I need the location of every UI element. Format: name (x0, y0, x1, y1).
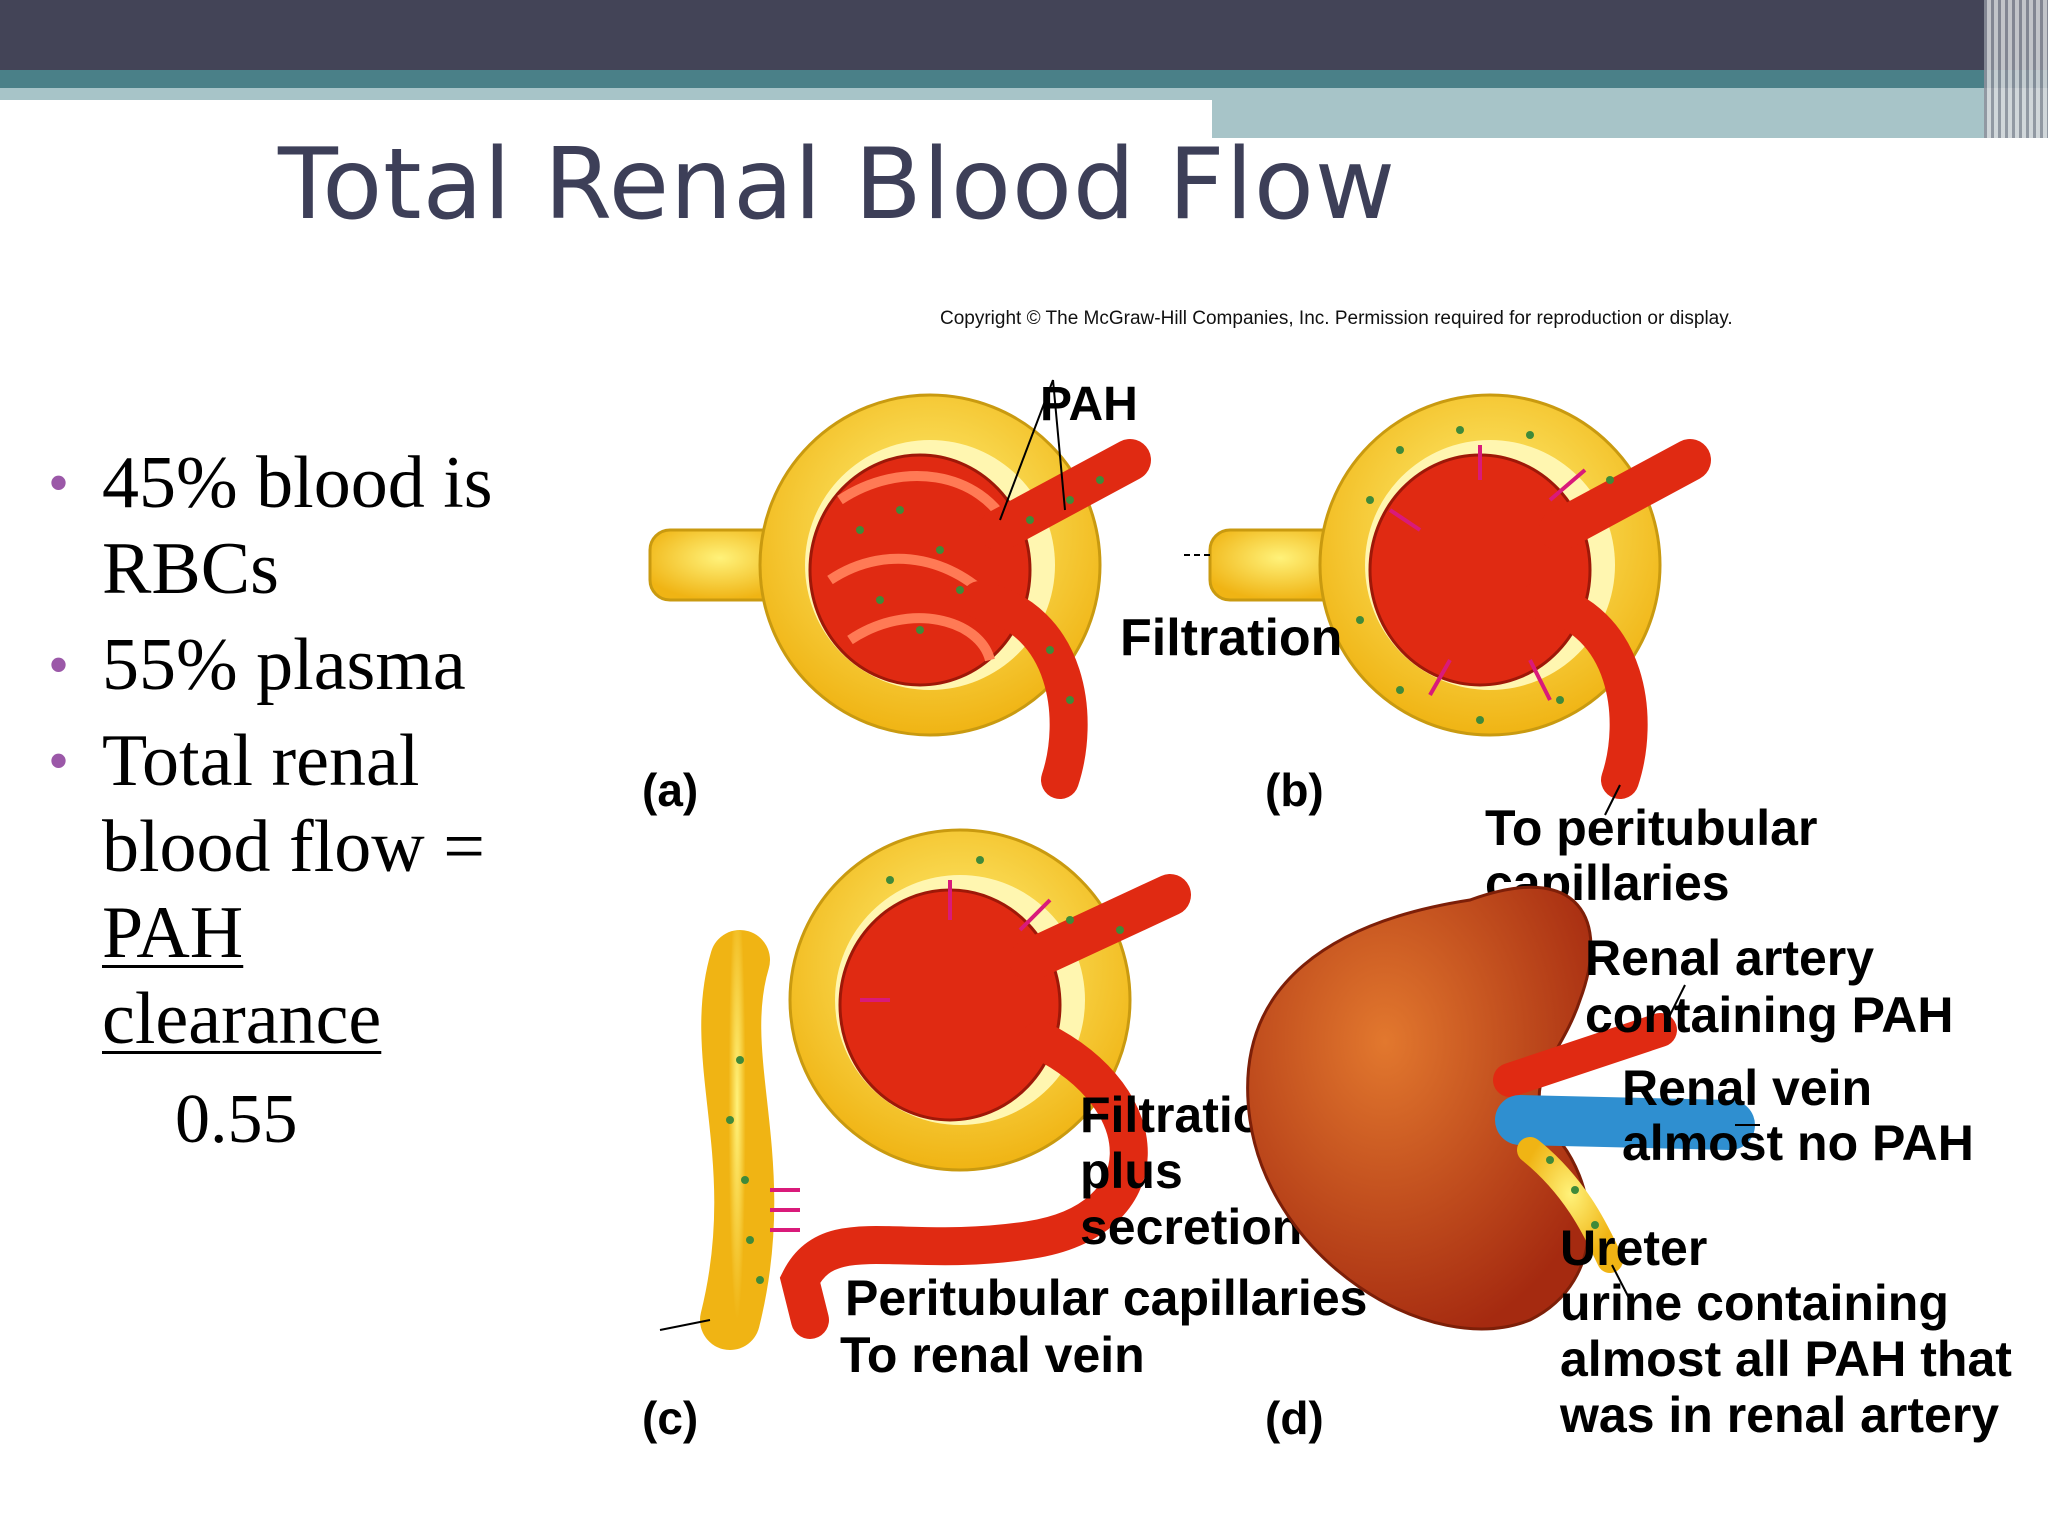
label-ureter-2: urine containing (1560, 1275, 1949, 1331)
ureter-pah-dots (1546, 1156, 1599, 1229)
label-panel-b: (b) (1265, 764, 1324, 816)
label-peritubular: Peritubular capillaries (845, 1270, 1367, 1326)
slide-title: Total Renal Blood Flow (278, 128, 1396, 242)
header-bar (0, 0, 2048, 70)
bullet-dot-icon: • (48, 632, 70, 698)
bullet-dot-icon: • (48, 450, 70, 516)
header-teal-stripe (0, 70, 2048, 88)
copyright-notice: Copyright © The McGraw-Hill Companies, I… (940, 308, 1733, 329)
label-ureter-1: Ureter (1560, 1220, 1707, 1276)
panel-a-glomerulus: PAH (a) (642, 378, 1151, 816)
label-renal-artery-1: Renal artery (1585, 930, 1874, 986)
fraction-numerator-line1: PAH (102, 892, 244, 974)
bullet-text: 55% plasma (102, 624, 466, 706)
label-panel-a: (a) (642, 764, 698, 816)
label-filtration-plus-2: plus (1080, 1143, 1183, 1199)
panel-d-kidney: Renal artery containing PAH Renal vein a… (1246, 885, 2012, 1444)
panel-b-filtration: Filtration (b) To peritubular capillarie… (1120, 393, 1817, 911)
filtration-arrows (1388, 445, 1587, 701)
bullet-plasma: • 55% plasma (48, 622, 608, 708)
bullet-text: 45% blood is RBCs (102, 442, 493, 610)
fraction-denominator: 0.55 (175, 1081, 298, 1158)
filtered-pah-dots (1356, 426, 1614, 724)
label-panel-c: (c) (642, 1392, 698, 1444)
bullet-dot-icon: • (48, 728, 70, 794)
label-filtration-plus-3: secretion (1080, 1199, 1302, 1255)
label-ureter-4: was in renal artery (1559, 1387, 1999, 1443)
bullet-total-flow: • Total renal blood flow = PAH clearance (48, 718, 608, 1062)
panel-c-secretion: Filtration plus secretion Peritubular ca… (642, 828, 1367, 1444)
renal-clearance-figure: PAH (a) Filtration (b) To peritubular ca… (642, 378, 2012, 1444)
label-filtration: Filtration (1120, 609, 1342, 667)
header-light-band-right (1212, 88, 2048, 138)
label-ureter-3: almost all PAH that (1560, 1331, 2012, 1387)
pah-dots (856, 476, 1104, 704)
label-to-peritubular-1: To peritubular (1485, 800, 1817, 856)
bullet-rbc: • 45% blood is RBCs (48, 440, 608, 612)
label-panel-d: (d) (1265, 1392, 1324, 1444)
secretion-arrows (770, 880, 1052, 1232)
label-renal-vein-2: almost no PAH (1622, 1115, 1974, 1171)
bullet-text-line: Total renal (102, 720, 420, 802)
bullet-list: • 45% blood is RBCs • 55% plasma • Total… (48, 440, 608, 1072)
header-light-band (0, 88, 1212, 100)
header-pinstripes (1984, 0, 2048, 138)
fraction-numerator-line2: clearance (102, 978, 382, 1060)
label-pah: PAH (1040, 378, 1138, 431)
label-renal-artery-2: containing PAH (1585, 987, 1954, 1043)
label-renal-vein-1: Renal vein (1622, 1060, 1872, 1116)
bullet-text-line: blood flow = (102, 806, 485, 888)
label-to-renal-vein: To renal vein (840, 1327, 1145, 1383)
pah-dots-c (726, 856, 1124, 1284)
